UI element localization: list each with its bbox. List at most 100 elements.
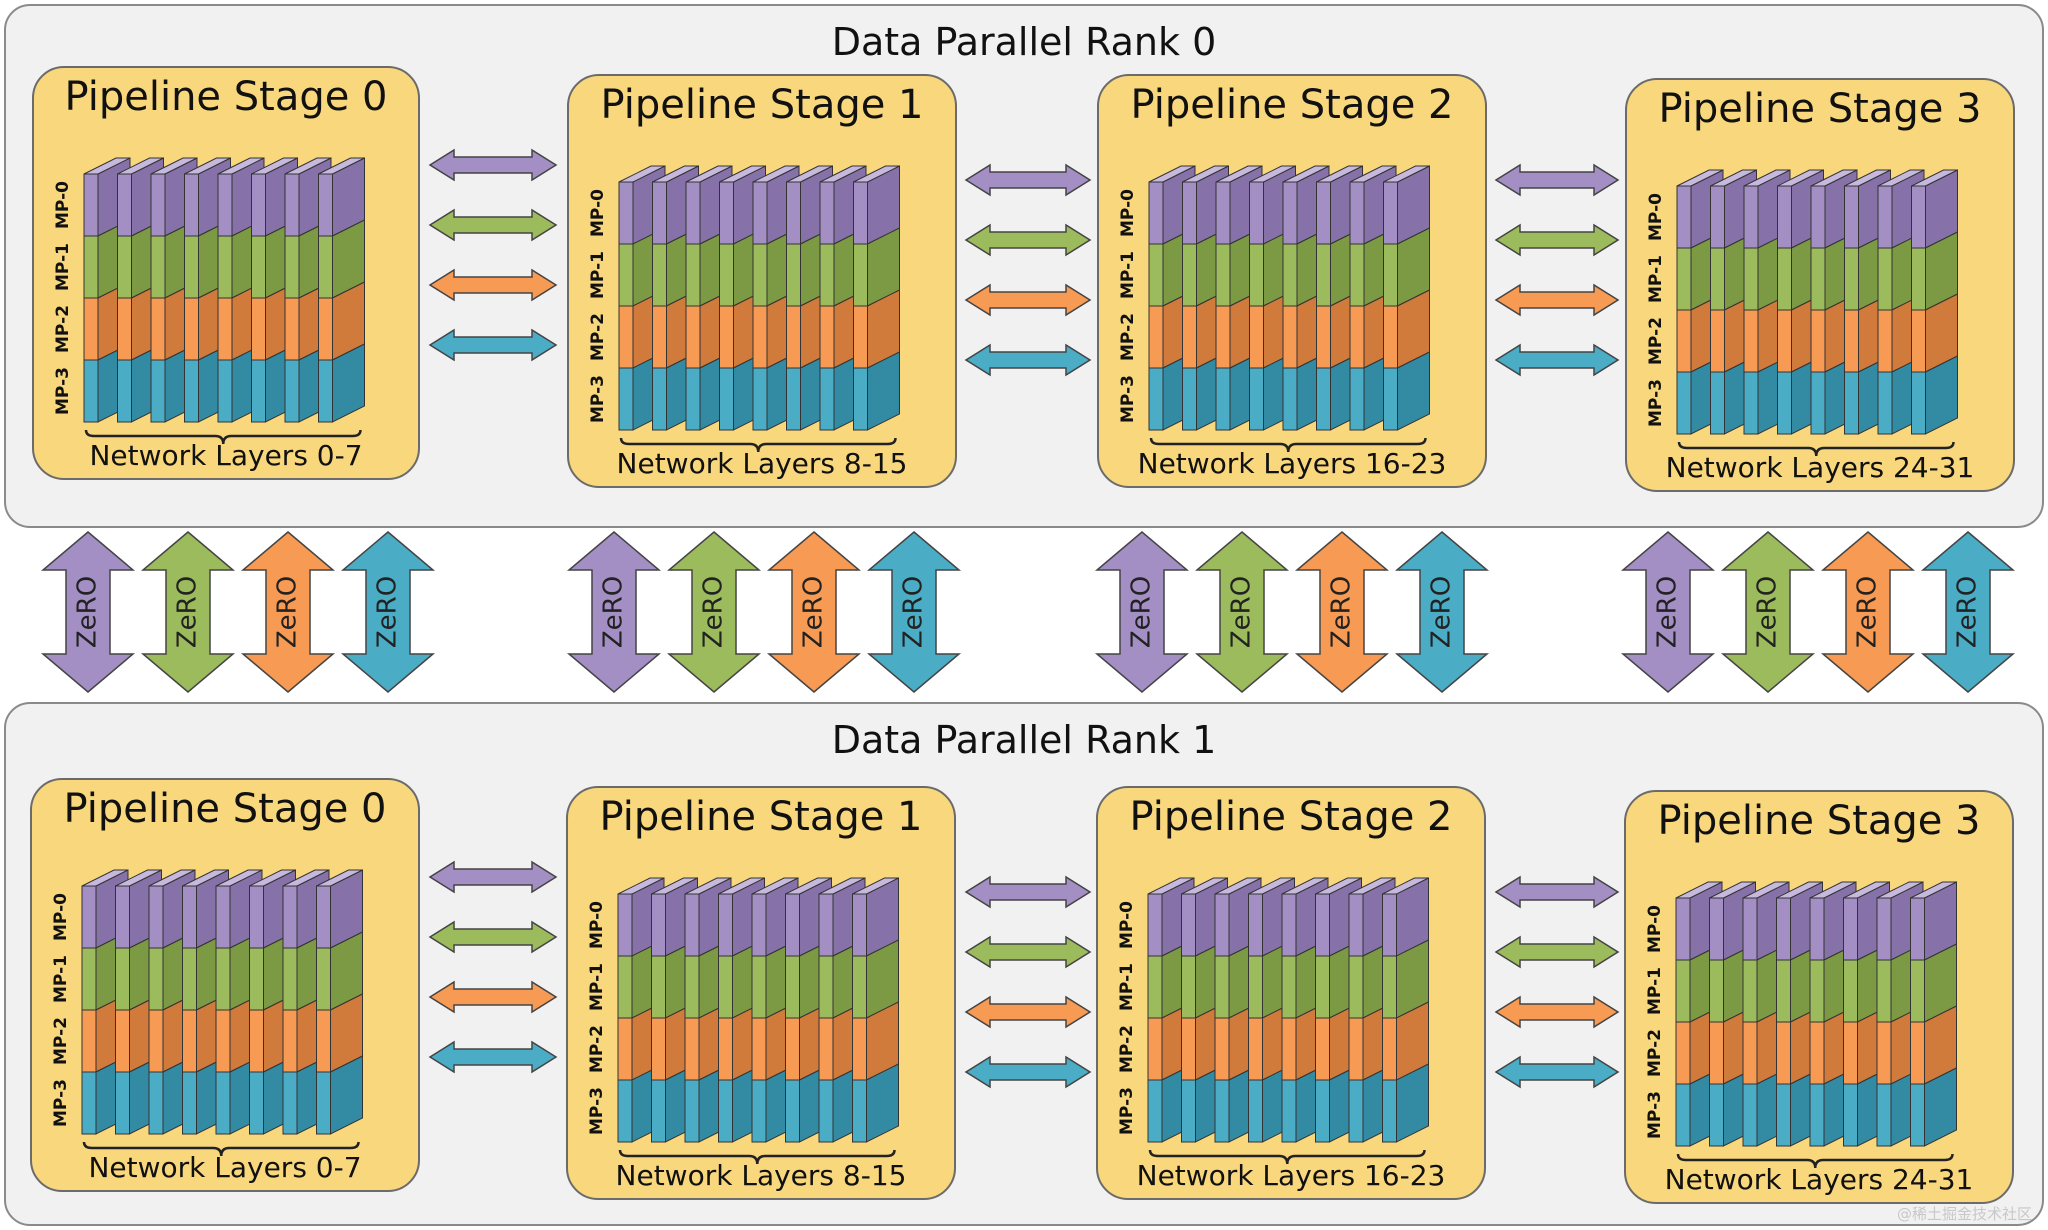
mp-label: MP-2: [588, 313, 608, 361]
zero-arrow: [666, 531, 762, 693]
stage-layer-blocks: MP-0MP-1MP-2MP-3: [1646, 169, 1958, 457]
layers-bracket: [1677, 441, 1955, 457]
layer-slab: [1876, 881, 1924, 1147]
pipeline-arrow: [1494, 875, 1620, 909]
stage-layer-blocks: MP-0MP-1MP-2MP-3: [1118, 165, 1430, 453]
pipeline-arrow: [428, 268, 558, 302]
mp-label: MP-0: [53, 181, 73, 229]
layer-slab: [1383, 165, 1430, 431]
pipeline-arrow: [428, 328, 558, 362]
mp-label: MP-0: [1645, 905, 1665, 953]
mp-label: MP-1: [53, 243, 73, 291]
mp-label: MP-3: [1646, 379, 1666, 427]
mp-label: MP-2: [1645, 1029, 1665, 1077]
zero-arrow: [866, 531, 962, 693]
zero-label: ZeRO: [699, 576, 729, 648]
zero-arrow: [1194, 531, 1290, 693]
mp-label: MP-2: [587, 1025, 607, 1073]
rank-title: Data Parallel Rank 1: [831, 718, 1217, 762]
mp-label: MP-0: [588, 189, 608, 237]
layer-slab: [852, 877, 899, 1143]
mp-label: MP-2: [1117, 1025, 1137, 1073]
layers-bracket: [1676, 1153, 1954, 1169]
zero-label: ZeRO: [1753, 576, 1783, 648]
zero-arrow: [1820, 531, 1916, 693]
layer-slab: [318, 157, 365, 423]
pipeline-arrow: [428, 860, 558, 894]
layer-slab: [1911, 169, 1958, 435]
stage-layer-blocks: MP-0MP-1MP-2MP-3: [587, 877, 899, 1165]
layer-slab: [316, 869, 363, 1135]
zero-label: ZeRO: [1953, 576, 1983, 648]
pipeline-arrow: [964, 223, 1092, 257]
layers-bracket: [84, 429, 362, 445]
pipeline-arrow: [428, 1040, 558, 1074]
stage-title: Pipeline Stage 1: [599, 794, 923, 840]
network-layers-label: Network Layers 0-7: [88, 1151, 362, 1184]
pipeline-arrow: [1494, 995, 1620, 1029]
network-layers-label: Network Layers 8-15: [616, 447, 908, 480]
zero-label: ZeRO: [1427, 576, 1457, 648]
stage-layer-blocks: MP-0MP-1MP-2MP-3: [1645, 881, 1957, 1169]
mp-label: MP-3: [587, 1087, 607, 1135]
pipeline-arrow: [428, 920, 558, 954]
mp-label: MP-3: [1645, 1091, 1665, 1139]
zero-label: ZeRO: [1327, 576, 1357, 648]
pipeline-arrow: [964, 935, 1092, 969]
layers-bracket: [1148, 1149, 1426, 1165]
stage-title: Pipeline Stage 3: [1658, 86, 1982, 132]
network-layers-label: Network Layers 0-7: [89, 439, 363, 472]
zero-label: ZeRO: [1227, 576, 1257, 648]
mp-label: MP-3: [51, 1079, 71, 1127]
rank-title: Data Parallel Rank 0: [831, 20, 1217, 64]
layers-bracket: [1149, 437, 1427, 453]
mp-label: MP-1: [1118, 251, 1138, 299]
pipeline-arrow: [1494, 343, 1620, 377]
layers-bracket: [618, 1149, 896, 1165]
zero-label: ZeRO: [1653, 576, 1683, 648]
zero-label: ZeRO: [599, 576, 629, 648]
mp-label: MP-1: [588, 251, 608, 299]
layer-slab: [1382, 877, 1429, 1143]
pipeline-arrow: [1494, 283, 1620, 317]
mp-label: MP-2: [53, 305, 73, 353]
stage-title: Pipeline Stage 0: [64, 74, 388, 120]
zero-label: ZeRO: [273, 576, 303, 648]
pipeline-arrow: [964, 875, 1092, 909]
zero-label: ZeRO: [173, 576, 203, 648]
zero-arrow: [40, 531, 136, 693]
zero-label: ZeRO: [73, 576, 103, 648]
zero-arrow: [140, 531, 236, 693]
mp-label: MP-0: [1118, 189, 1138, 237]
pipeline-arrow: [964, 163, 1092, 197]
pipeline-arrow: [1494, 163, 1620, 197]
network-layers-label: Network Layers 24-31: [1665, 451, 1975, 484]
mp-label: MP-1: [1645, 967, 1665, 1015]
layers-bracket: [82, 1141, 360, 1157]
zero-arrow: [1720, 531, 1816, 693]
mp-label: MP-1: [1646, 255, 1666, 303]
stage-layer-blocks: MP-0MP-1MP-2MP-3: [53, 157, 365, 445]
zero-label: ZeRO: [1853, 576, 1883, 648]
stage-title: Pipeline Stage 0: [63, 786, 387, 832]
mp-label: MP-3: [1118, 375, 1138, 423]
zero-arrow: [1394, 531, 1490, 693]
layer-slab: [1910, 881, 1957, 1147]
zero-arrow: [340, 531, 436, 693]
mp-label: MP-3: [588, 375, 608, 423]
zero-label: ZeRO: [373, 576, 403, 648]
stage-title: Pipeline Stage 2: [1129, 794, 1453, 840]
mp-label: MP-0: [1117, 901, 1137, 949]
zero-label: ZeRO: [899, 576, 929, 648]
zero-arrow: [240, 531, 336, 693]
stage-layer-blocks: MP-0MP-1MP-2MP-3: [1117, 877, 1429, 1165]
zero-label: ZeRO: [1127, 576, 1157, 648]
